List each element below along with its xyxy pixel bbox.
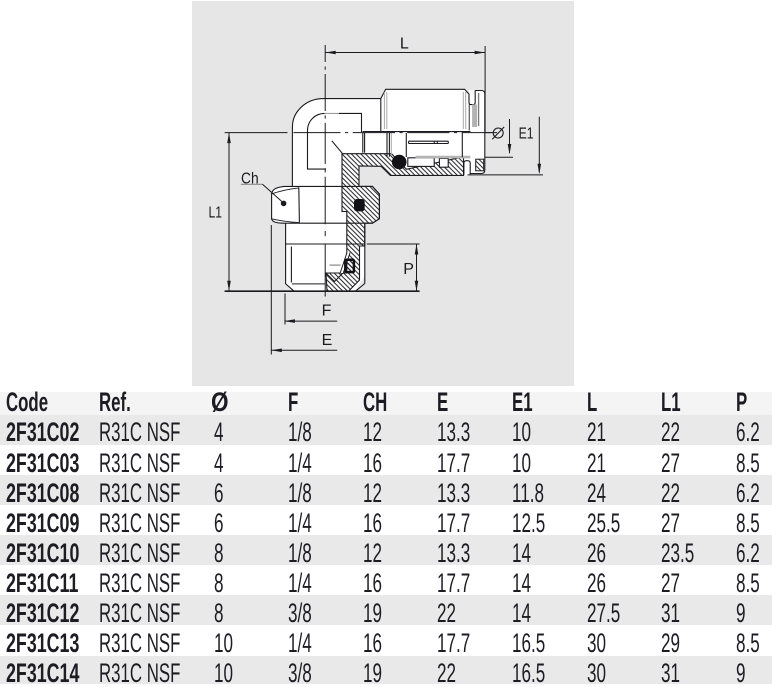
svg-text:F: F xyxy=(322,303,332,320)
svg-text:Ch: Ch xyxy=(241,170,259,187)
svg-text:E: E xyxy=(322,332,333,349)
svg-text:L: L xyxy=(400,35,409,52)
svg-text:P: P xyxy=(403,261,414,278)
svg-text:E1: E1 xyxy=(519,125,534,142)
svg-text:L1: L1 xyxy=(209,205,223,222)
